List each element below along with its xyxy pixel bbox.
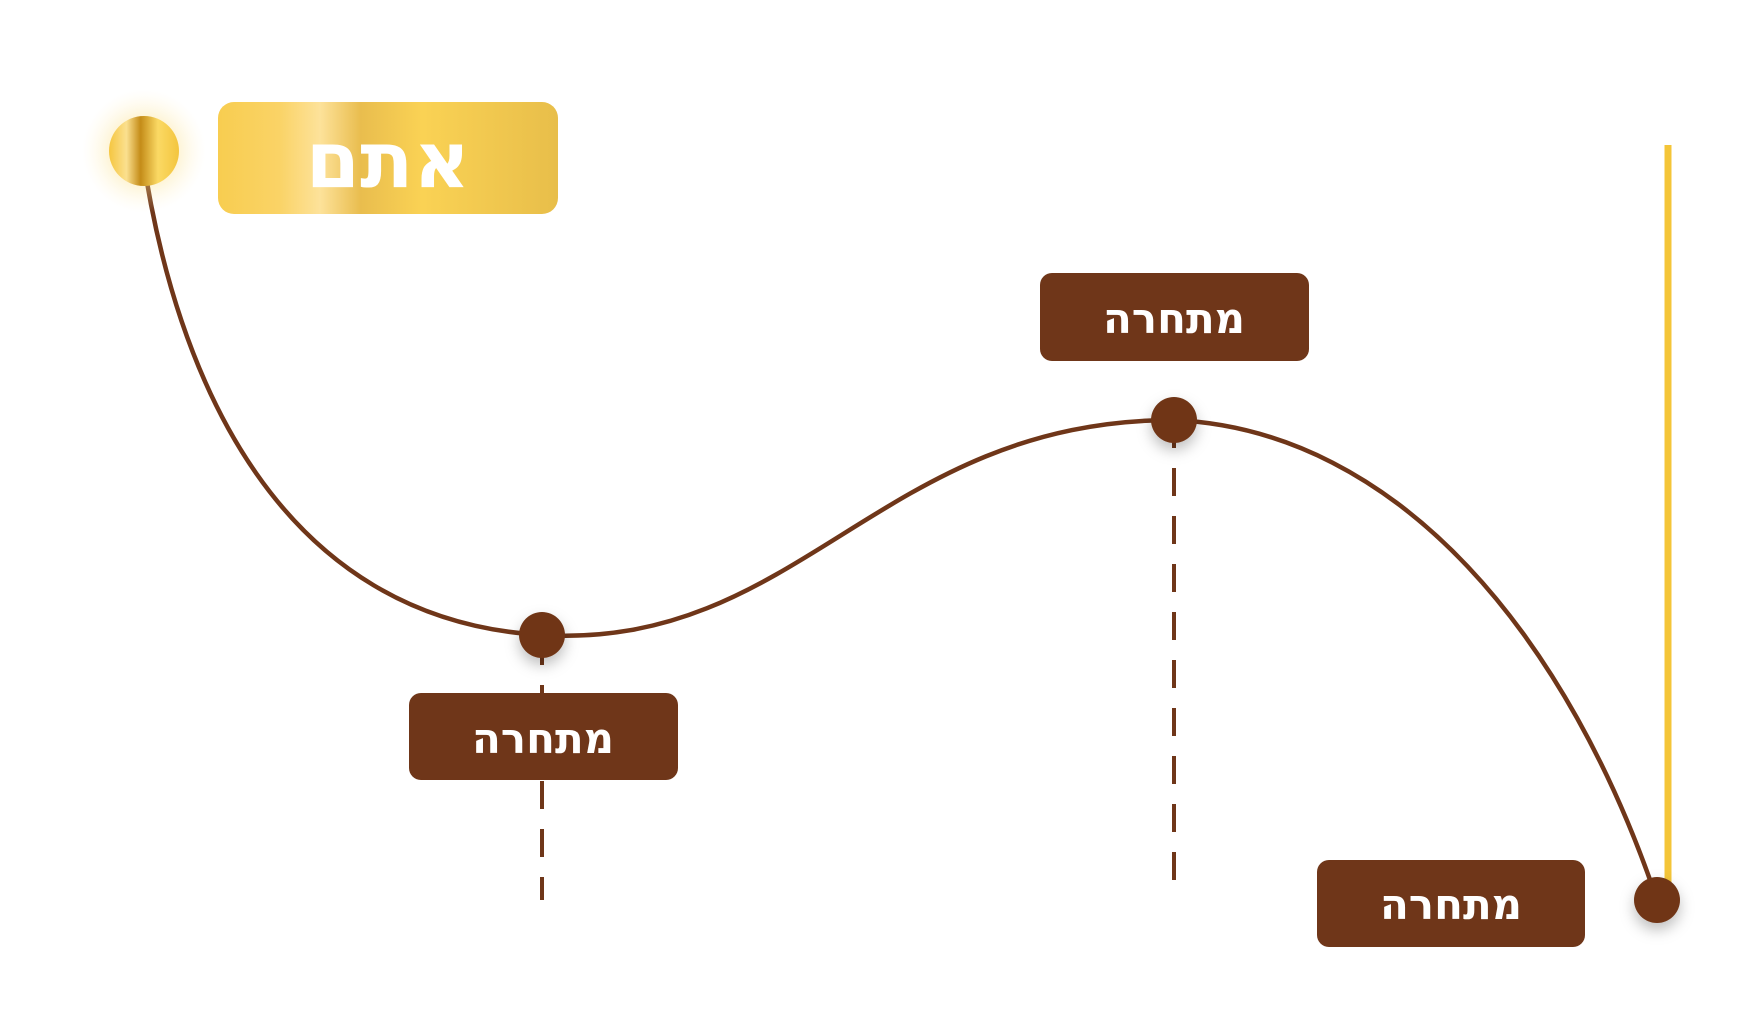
competitor-2-label-box: מתחרה — [1040, 273, 1309, 361]
start-point-dot — [109, 116, 179, 186]
competitor-2-dot — [1151, 397, 1197, 443]
competitor-1-label-box: מתחרה — [409, 693, 678, 780]
competitor-3-label: מתחרה — [1380, 880, 1522, 929]
competitor-3-dot — [1634, 877, 1680, 923]
competitor-1-dot — [519, 612, 565, 658]
competitor-3-label-box: מתחרה — [1317, 860, 1585, 947]
start-label-badge: אתם — [218, 102, 558, 214]
competitor-1-label: מתחרה — [472, 714, 614, 763]
competitor-2-label: מתחרה — [1103, 294, 1245, 343]
competition-curve — [139, 150, 1661, 904]
start-label: אתם — [306, 116, 470, 206]
